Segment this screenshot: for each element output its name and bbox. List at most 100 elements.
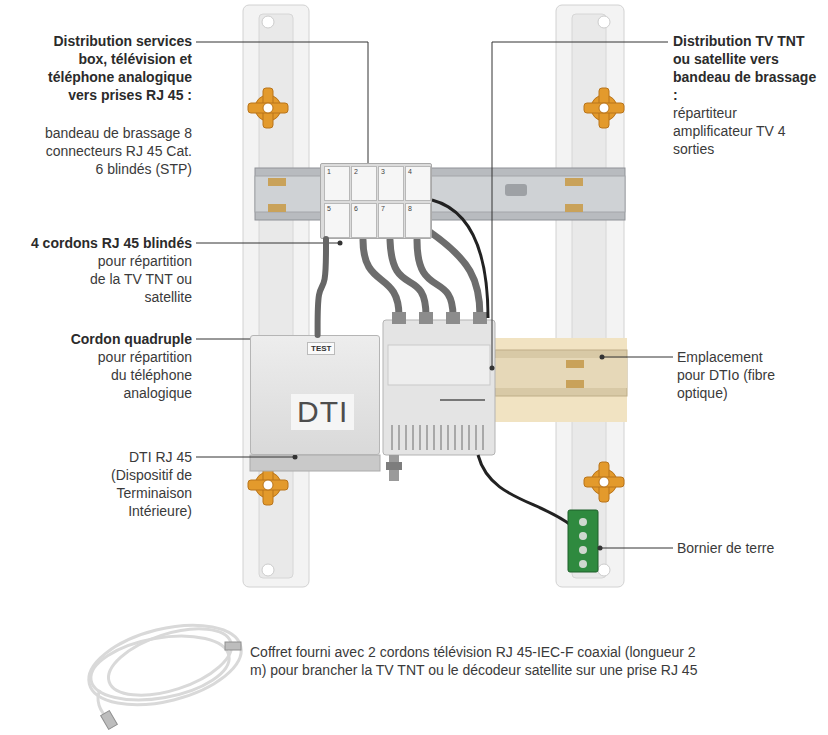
black-cable (432, 200, 488, 318)
din-rail (255, 168, 625, 220)
patch-panel: 12345678 (320, 163, 432, 239)
coax-plug (101, 642, 241, 729)
earth-terminal (579, 532, 587, 540)
port-number: 6 (351, 203, 377, 238)
leader-dot (293, 455, 298, 460)
port-number: 4 (405, 166, 431, 201)
rj45-plug (446, 312, 460, 324)
mounting-rail (243, 5, 624, 587)
din-rail (255, 168, 625, 220)
coax-cord (81, 611, 250, 719)
tv-amplifier (392, 425, 483, 450)
device-logo: DTI (291, 394, 354, 430)
fixing-knob (599, 477, 609, 487)
tv-amplifier (482, 425, 484, 450)
tv-amplifier (475, 425, 477, 450)
fixing-knob (599, 88, 609, 128)
fixing-knob (599, 462, 609, 502)
mounting-rail (243, 5, 309, 587)
fixing-knob (263, 88, 273, 128)
callout-text: répartiteur amplificateur TV 4 sorties (673, 104, 798, 158)
din-rail (268, 204, 286, 212)
coax-plug (225, 642, 241, 650)
tv-amplifier (388, 345, 490, 385)
port-number: 3 (378, 166, 404, 201)
fixing-knob (599, 103, 609, 113)
tv-amplifier (383, 320, 495, 455)
callout-text: Coffret fourni avec 2 cordons télévision… (250, 643, 700, 679)
tv-amplifier (386, 462, 402, 470)
fixing-knob (263, 480, 273, 490)
earth-terminal (579, 546, 587, 554)
dtio-location (495, 358, 627, 388)
dtio-location (495, 338, 627, 422)
dtio-location (566, 380, 584, 388)
mounting-rail (262, 564, 274, 576)
rj45-plug (392, 312, 406, 324)
dtio-location (566, 360, 584, 368)
earth-terminal (579, 560, 587, 568)
rj45-cord (363, 232, 480, 316)
quad-cord (318, 239, 326, 335)
fixing-knob (584, 462, 624, 502)
callout-heading: Distribution services box, télévision et… (22, 32, 192, 104)
coax-cord (86, 626, 234, 709)
callout-heading: Distribution TV TNT ou satellite vers ba… (673, 32, 821, 104)
callout-text: Bornier de terre (677, 539, 822, 557)
tv-amplifier (454, 425, 456, 450)
fixing-knob (248, 88, 624, 505)
tv-amplifier (405, 425, 407, 450)
earth-terminal (568, 510, 598, 572)
din-rail (565, 204, 583, 212)
port-number: 1 (324, 166, 350, 201)
rj45-cord (417, 240, 453, 316)
mounting-rail (598, 564, 610, 576)
callout-text: pour répartition de la TV TNT ou satelli… (82, 252, 192, 306)
callout-heading: 4 cordons RJ 45 blindés (0, 234, 192, 252)
tv-amplifier (412, 425, 414, 450)
mounting-rail (556, 5, 624, 587)
din-rail (565, 178, 583, 186)
leader-line (600, 548, 673, 549)
tv-amplifier (440, 399, 485, 401)
tv-amplifier (398, 425, 400, 450)
earth-terminal (579, 518, 587, 526)
tv-amplifier (391, 425, 393, 450)
dti-module: TEST DTI (250, 335, 380, 455)
tv-amplifier (440, 425, 442, 450)
tv-amplifier (447, 425, 449, 450)
leader-line (602, 357, 673, 358)
leader-line (492, 42, 668, 368)
callout-heading: Cordon quadruple (0, 330, 192, 348)
tv-amplifier (426, 425, 428, 450)
fixing-knob (584, 477, 624, 487)
fixing-knob (248, 103, 288, 113)
leader-dot (338, 241, 343, 246)
leader-dot (598, 546, 603, 551)
leader-dot (490, 366, 495, 371)
rj45-plug (473, 312, 487, 324)
tv-amplifier (461, 425, 463, 450)
callout-text: bandeau de brassage 8 connecteurs RJ 45 … (42, 124, 192, 178)
port-number: 2 (351, 166, 377, 201)
din-rail (268, 178, 286, 186)
fixing-knob (248, 480, 288, 490)
fixing-knob (584, 103, 624, 113)
callout-text: Emplacement pour DTIo (fibre optique) (677, 348, 792, 402)
coax-cord (81, 611, 250, 719)
leader-dot (600, 355, 605, 360)
callout-text: pour répartition du téléphone analogique (82, 348, 192, 402)
test-button: TEST (307, 342, 335, 355)
leader-line (196, 42, 673, 548)
callout-text: DTI RJ 45 (Dispositif de Terminaison Int… (87, 448, 192, 520)
mounting-rail (598, 16, 610, 28)
fixing-knob (248, 88, 288, 128)
leader-line (196, 243, 340, 244)
din-rail (505, 184, 527, 196)
port-number: 8 (405, 203, 431, 238)
dtio-location (495, 338, 627, 422)
tv-amplifier (433, 425, 435, 450)
earth-wire (478, 455, 572, 526)
mounting-rail (262, 16, 274, 28)
